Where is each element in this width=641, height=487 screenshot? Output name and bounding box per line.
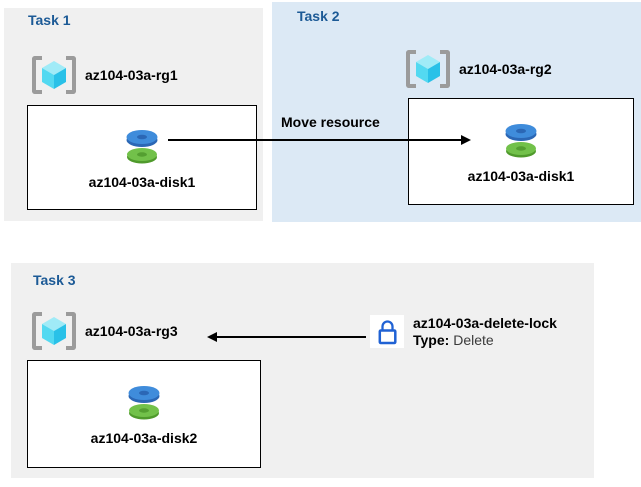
task2-title: Task 2 — [297, 8, 340, 24]
move-arrow-head-right-icon — [461, 135, 471, 145]
resource-group-icon — [406, 50, 450, 88]
resource-group-icon — [32, 312, 76, 350]
disk-icon — [128, 386, 160, 420]
cube-glyph — [416, 55, 440, 83]
task3-disk-box: az104-03a-disk2 — [27, 360, 261, 468]
lock-icon — [370, 315, 404, 348]
bracket-right-glyph — [66, 312, 76, 350]
task1-rg-label: az104-03a-rg1 — [85, 67, 178, 83]
bracket-right-glyph — [66, 56, 76, 94]
disk-icon — [126, 129, 158, 163]
task3-disk-label: az104-03a-disk2 — [90, 430, 198, 446]
lock-type-value: Delete — [453, 332, 494, 348]
lock-text: az104-03a-delete-lock Type: Delete — [413, 315, 557, 349]
bracket-right-glyph — [440, 50, 450, 88]
lock-type-key: Type: — [413, 332, 450, 348]
task2-rg-label: az104-03a-rg2 — [459, 61, 552, 77]
task3-title: Task 3 — [33, 272, 76, 288]
delete-lock-annotation: az104-03a-delete-lock Type: Delete — [370, 315, 557, 349]
disk-icon — [505, 123, 537, 157]
bracket-left-glyph — [32, 56, 42, 94]
task1-disk-box: az104-03a-disk1 — [27, 105, 257, 210]
move-resource-label: Move resource — [281, 114, 380, 130]
lock-arrow-line — [216, 336, 366, 338]
task2-disk-box: az104-03a-disk1 — [408, 98, 634, 205]
task2-disk-label: az104-03a-disk1 — [467, 167, 575, 184]
cube-glyph — [42, 61, 66, 89]
bracket-left-glyph — [32, 312, 42, 350]
lock-arrow-head-left-icon — [207, 332, 217, 342]
lock-type-line: Type: Delete — [413, 332, 557, 349]
lock-name: az104-03a-delete-lock — [413, 315, 557, 331]
task3-resource-group: az104-03a-rg3 — [32, 312, 178, 350]
task1-disk-label: az104-03a-disk1 — [88, 173, 196, 190]
task2-resource-group: az104-03a-rg2 — [406, 50, 552, 88]
bracket-left-glyph — [406, 50, 416, 88]
task1-title: Task 1 — [28, 12, 71, 28]
cube-glyph — [42, 317, 66, 345]
move-arrow-line — [168, 139, 462, 141]
task3-rg-label: az104-03a-rg3 — [85, 323, 178, 339]
resource-group-icon — [32, 56, 76, 94]
task1-resource-group: az104-03a-rg1 — [32, 56, 178, 94]
